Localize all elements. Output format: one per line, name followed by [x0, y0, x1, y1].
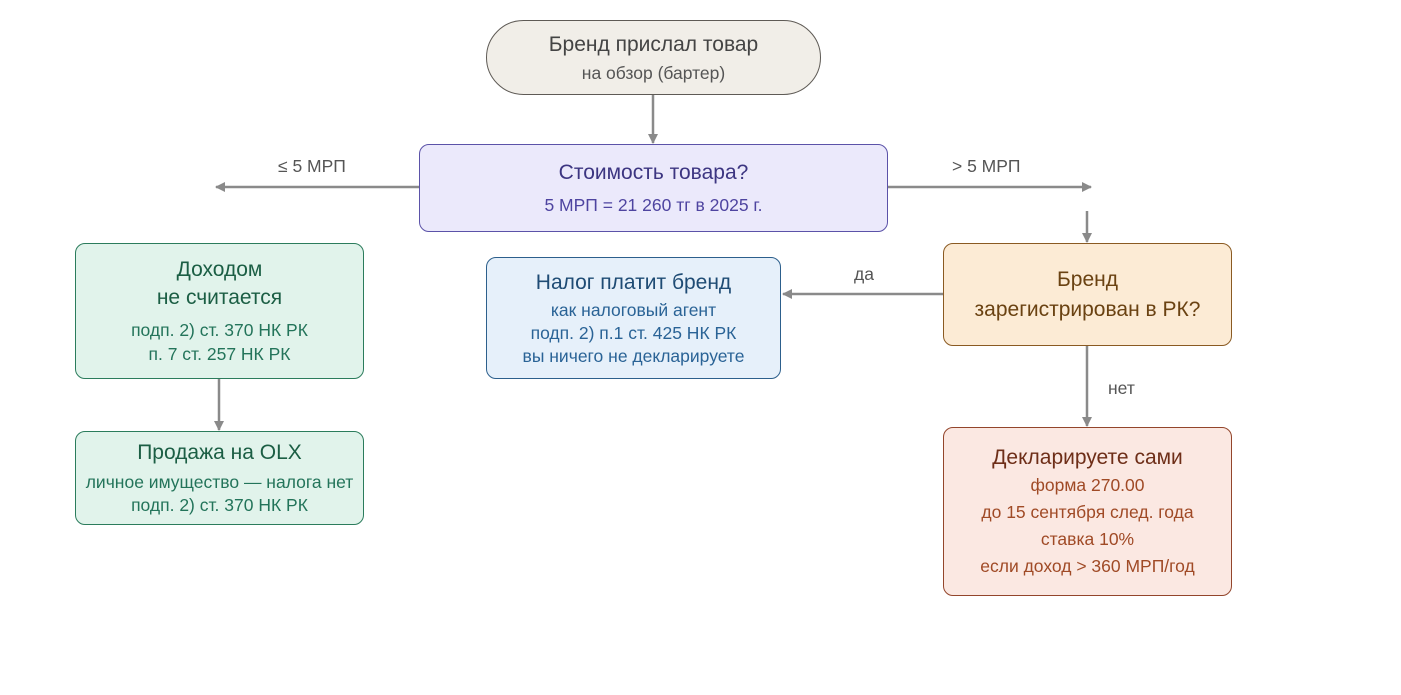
node-cost-question: Стоимость товара? 5 МРП = 21 260 тг в 20… [419, 144, 888, 232]
node-olx-sale: Продажа на OLX личное имущество — налога… [75, 431, 364, 525]
edge-label-gt5: > 5 МРП [952, 156, 1021, 176]
node-olx-title: Продажа на OLX [137, 441, 302, 464]
node-declare-line: форма 270.00 [1030, 474, 1145, 495]
node-registered-title-2: зарегистрирован в РК? [974, 297, 1201, 321]
node-olx-line: личное имущество — налога нет [85, 472, 354, 492]
node-declare-line: ставка 10% [1040, 528, 1135, 549]
node-brand-pays-line: подп. 2) п.1 ст. 425 НК РК [530, 322, 737, 343]
node-cost-subtitle: 5 МРП = 21 260 тг в 2025 г. [544, 195, 763, 215]
node-brand-pays-line: как налоговый агент [550, 299, 717, 320]
node-start: Бренд прислал товар на обзор (бартер) [486, 20, 821, 95]
node-brand-registered-question: Бренд зарегистрирован в РК? [943, 243, 1232, 346]
node-registered-title-1: Бренд [1057, 267, 1118, 291]
node-not-income-title-2: не считается [156, 286, 283, 309]
node-start-subtitle: на обзор (бартер) [581, 62, 726, 83]
node-not-income: Доходом не считается подп. 2) ст. 370 НК… [75, 243, 364, 379]
node-declare-line: если доход > 360 МРП/год [980, 555, 1195, 576]
node-not-income-line: п. 7 ст. 257 НК РК [148, 344, 291, 364]
node-declare-yourself: Декларируете сами форма 270.00 до 15 сен… [943, 427, 1232, 596]
node-brand-pays-title: Налог платит бренд [535, 270, 732, 294]
edge-label-yes: да [854, 264, 874, 284]
node-brand-pays: Налог платит бренд как налоговый агент п… [486, 257, 781, 379]
node-declare-title: Декларируете сами [992, 445, 1183, 469]
edge-label-le5: ≤ 5 МРП [278, 156, 346, 176]
node-olx-line: подп. 2) ст. 370 НК РК [131, 495, 308, 515]
node-not-income-title-1: Доходом [176, 258, 263, 281]
node-cost-title: Стоимость товара? [558, 161, 749, 184]
node-not-income-line: подп. 2) ст. 370 НК РК [131, 320, 308, 340]
node-declare-line: до 15 сентября след. года [981, 501, 1194, 522]
node-brand-pays-line: вы ничего не декларируете [522, 345, 745, 366]
node-start-title: Бренд прислал товар [548, 32, 759, 56]
edge-label-no: нет [1108, 378, 1135, 398]
